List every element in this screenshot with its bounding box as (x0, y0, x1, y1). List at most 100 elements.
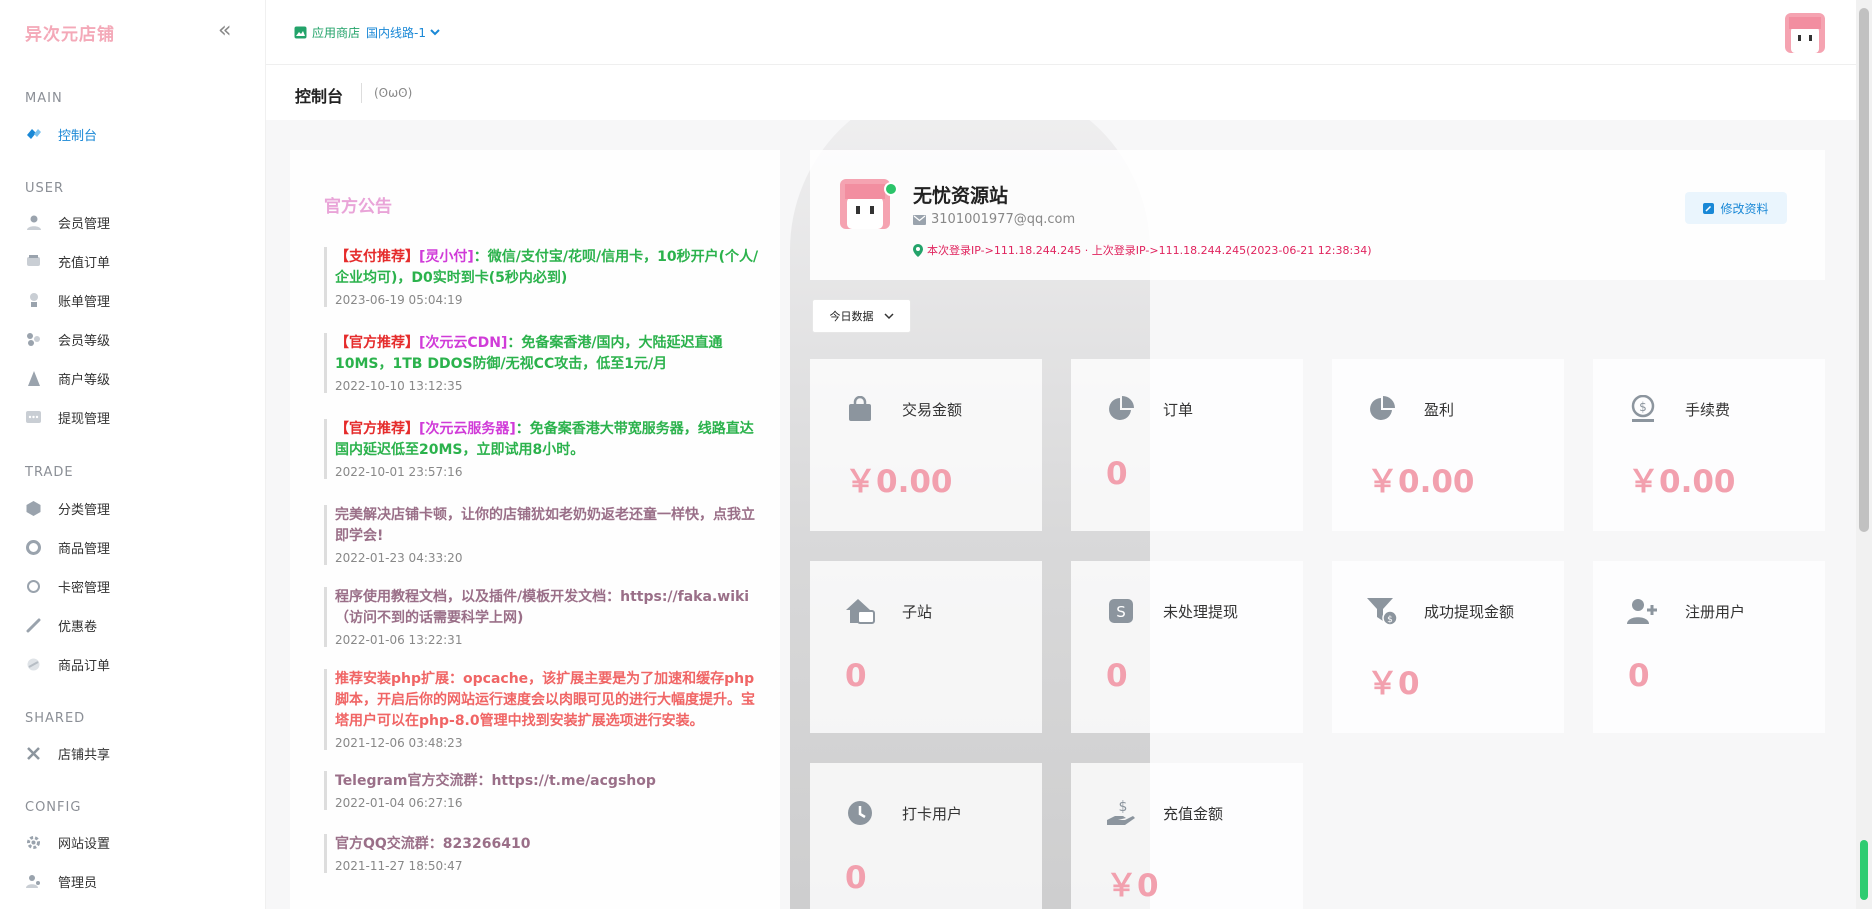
page-title: 控制台 (295, 87, 344, 106)
announcement-item[interactable]: 【官方推荐】[次元云CDN]：免备案香港/国内，大陆延迟直通10MS，1TB D… (324, 333, 762, 393)
announcements-title: 官方公告 (324, 197, 392, 217)
collapse-sidebar-icon[interactable]: « (218, 18, 232, 43)
announcement-time: 2023-06-19 05:04:19 (335, 293, 463, 307)
announcement-item[interactable]: 【支付推荐】[灵小付]：微信/支付宝/花呗/信用卡，10秒开户(个人/企业均可)… (324, 247, 762, 307)
stat-label: 打卡用户 (902, 805, 963, 823)
announcements-panel: 官方公告 【支付推荐】[灵小付]：微信/支付宝/花呗/信用卡，10秒开户(个人/… (290, 150, 780, 909)
edit-profile-label: 修改资料 (1720, 201, 1769, 216)
login-ip-row: 本次登录IP->111.18.244.245 · 上次登录IP->111.18.… (913, 242, 1372, 258)
stat-label: 手续费 (1685, 401, 1731, 419)
sidebar-item-label: 分类管理 (58, 502, 111, 518)
sidebar-item-merchant-levels[interactable]: 商户等级 (25, 366, 110, 390)
card-key-icon (25, 578, 42, 595)
online-status-dot (884, 182, 898, 196)
stat-label: 盈利 (1424, 401, 1455, 419)
edit-profile-button[interactable]: 修改资料 (1685, 192, 1787, 224)
announcement-text: 程序使用教程文档，以及插件/模板开发文档：https://faka.wiki（访… (335, 589, 750, 626)
section-main: MAIN (25, 91, 63, 106)
route-select[interactable]: 国内线路-1 (366, 26, 426, 40)
sidebar-item-label: 账单管理 (58, 294, 111, 310)
sidebar-item-card-keys[interactable]: 卡密管理 (25, 574, 110, 598)
sidebar-item-label: 商品订单 (58, 658, 111, 674)
profile-card: 无忧资源站 3101001977@qq.com 本次登录IP->111.18.2… (810, 150, 1825, 280)
svg-text:$: $ (1119, 799, 1128, 815)
page-title-bar: 控制台 (ʘωʘ) (266, 65, 1856, 120)
announcement-text: 官方QQ交流群：823266410 (335, 836, 531, 852)
clock-icon (838, 791, 882, 835)
share-icon (25, 745, 42, 762)
announcement-text: 推荐安装php扩展：opcache，该扩展主要是为了加速和缓存php脚本，开启后… (335, 671, 755, 729)
sidebar-item-members[interactable]: 会员管理 (25, 210, 110, 234)
sidebar-item-withdraw[interactable]: 提现管理 (25, 405, 110, 429)
announcement-text: 【官方推荐】[次元云CDN]：免备案香港/国内，大陆延迟直通10MS，1TB D… (335, 333, 762, 375)
svg-text:S: S (1116, 603, 1126, 621)
announcement-tag: 【官方推荐】 (335, 335, 419, 351)
profile-name: 无忧资源站 (913, 185, 1009, 207)
stat-card: 交易金额￥0.00 (810, 359, 1042, 531)
sidebar-item-dashboard[interactable]: 控制台 (25, 122, 97, 146)
announcement-body: ：免备案香港大带宽服务器，线路直达国内延迟低至20MS，立即试用8小时。 (335, 421, 754, 458)
stat-label: 订单 (1163, 401, 1194, 419)
withdraw-icon (25, 409, 42, 426)
sidebar-item-bills[interactable]: 账单管理 (25, 288, 110, 312)
shopping-bag-icon (838, 387, 882, 431)
sidebar-item-member-levels[interactable]: 会员等级 (25, 327, 110, 351)
sidebar-item-label: 商户等级 (58, 372, 111, 388)
location-pin-icon (913, 243, 923, 257)
announcement-item[interactable]: 完美解决店铺卡顿，让你的店铺犹如老奶奶返老还童一样快，点我立即学会! 2022-0… (324, 505, 762, 565)
announcement-text: 【官方推荐】[次元云服务器]：免备案香港大带宽服务器，线路直达国内延迟低至20M… (335, 419, 762, 461)
announcement-item[interactable]: 推荐安装php扩展：opcache，该扩展主要是为了加速和缓存php脚本，开启后… (324, 669, 762, 750)
announcement-highlight: [次元云CDN] (419, 335, 508, 351)
sidebar-item-store-share[interactable]: 店铺共享 (25, 741, 110, 765)
sidebar-item-label: 提现管理 (58, 411, 111, 427)
svg-text:$: $ (1387, 615, 1393, 625)
settings-icon (25, 834, 42, 851)
page-subtitle: (ʘωʘ) (374, 86, 413, 100)
sidebar-item-product-orders[interactable]: 商品订单 (25, 652, 110, 676)
bill-icon (25, 292, 42, 309)
recharge-money-icon: $ (1099, 791, 1143, 835)
stat-value: ￥0.00 (1367, 464, 1475, 500)
sidebar-item-products[interactable]: 商品管理 (25, 535, 110, 559)
sidebar-item-label: 充值订单 (58, 255, 111, 271)
announcement-time: 2022-01-23 04:33:20 (335, 551, 463, 565)
announcement-body: ：免备案香港/国内，大陆延迟直通10MS，1TB DDOS防御/无视CC攻击，低… (335, 335, 723, 372)
sidebar-item-label: 卡密管理 (58, 580, 111, 596)
sidebar-item-categories[interactable]: 分类管理 (25, 496, 110, 520)
merchant-level-icon (25, 370, 42, 387)
substation-icon (838, 589, 882, 633)
sidebar-item-label: 商品管理 (58, 541, 111, 557)
page-scrollbar[interactable] (1856, 0, 1872, 909)
app-store-link[interactable]: 应用商店 国内线路-1 (294, 24, 440, 41)
announcement-highlight: [灵小付] (419, 249, 474, 265)
announcement-text: 【支付推荐】[灵小付]：微信/支付宝/花呗/信用卡，10秒开户(个人/企业均可)… (335, 247, 762, 289)
sidebar-item-admins[interactable]: 管理员 (25, 869, 97, 893)
sidebar-item-recharge-orders[interactable]: 充值订单 (25, 249, 110, 273)
stat-value: 0 (1106, 658, 1128, 694)
stat-label: 未处理提现 (1163, 603, 1239, 621)
announcement-item[interactable]: 【官方推荐】[次元云服务器]：免备案香港大带宽服务器，线路直达国内延迟低至20M… (324, 419, 762, 479)
sidebar-item-label: 会员等级 (58, 333, 111, 349)
pie-chart-icon (1360, 387, 1404, 431)
scrollbar-thumb[interactable] (1859, 8, 1869, 532)
date-range-label: 今日数据 (829, 310, 874, 323)
sidebar-item-label: 控制台 (58, 128, 98, 144)
announcement-item[interactable]: 程序使用教程文档，以及插件/模板开发文档：https://faka.wiki（访… (324, 587, 762, 647)
svg-text:$: $ (1639, 400, 1647, 414)
date-range-select[interactable]: 今日数据 (812, 299, 911, 333)
chevron-down-icon[interactable] (430, 29, 440, 36)
category-icon (25, 500, 42, 517)
mail-icon (913, 214, 926, 225)
announcement-text: 完美解决店铺卡顿，让你的店铺犹如老奶奶返老还童一样快，点我立即学会! (335, 507, 755, 544)
user-avatar[interactable] (1785, 13, 1825, 53)
sidebar-item-site-settings[interactable]: 网站设置 (25, 830, 110, 854)
stat-label: 注册用户 (1685, 603, 1746, 621)
brand-logo[interactable]: 异次元店铺 (25, 25, 115, 45)
announcement-tag: 【支付推荐】 (335, 249, 419, 265)
sidebar-item-coupons[interactable]: 优惠卷 (25, 613, 97, 637)
